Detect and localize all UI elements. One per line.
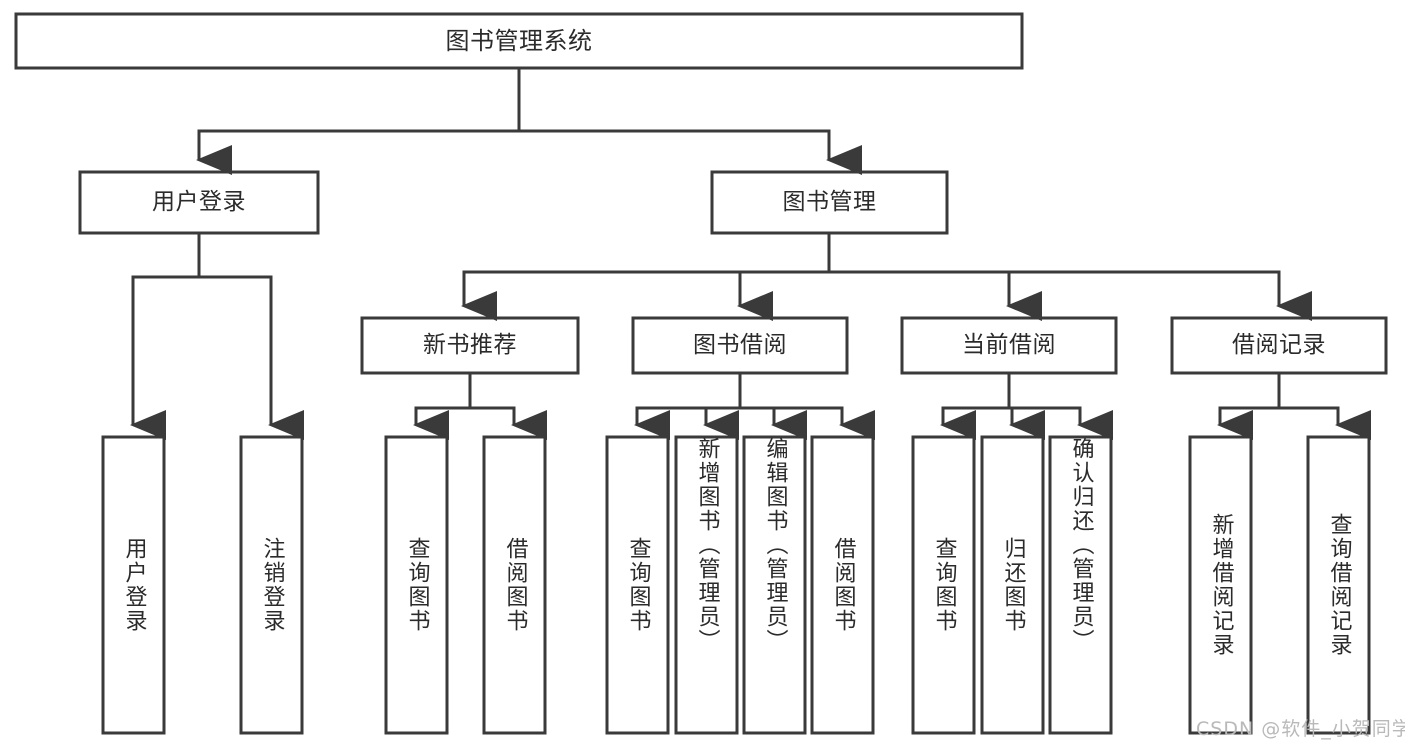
node-label-leaf-query-book-borrow: 查询图书 [607,437,668,733]
node-box-leaf-user-login[interactable] [101,435,166,735]
node-box-leaf-add-book[interactable] [674,435,739,735]
node-label-book-borrow: 图书借阅 [693,331,787,358]
vertical-text: 编辑图书（管理员） [762,437,788,653]
node-label-new-book-recommend: 新书推荐 [423,331,517,358]
connector-borrow-record-to-leaf-query-record [1279,406,1371,440]
node-box-leaf-return-book[interactable] [980,435,1045,735]
connector-new-book-recommend-to-leaf-query-book [413,373,472,440]
connector-book-borrow-to-leaf-query-book [634,373,742,440]
vertical-text: 确认归还（管理员） [1068,437,1094,653]
node-box-leaf-query-book-current[interactable] [911,435,976,735]
node-label-leaf-query-borrow-record: 查询借阅记录 [1308,437,1369,733]
node-box-leaf-query-book-recommend[interactable] [384,435,449,735]
connector-book-manage-to-book-borrow [737,270,829,321]
node-label-leaf-return-book: 归还图书 [982,437,1043,733]
node-box-new-book-recommend[interactable] [360,316,580,375]
connector-borrow-record-to-leaf-add-record [1217,373,1281,440]
connector-book-manage-to-new-book-recommend [461,233,831,321]
vertical-text: 新增图书（管理员） [694,437,720,653]
node-label-leaf-add-book: 新增图书（管理员） [676,437,737,733]
node-box-current-borrow[interactable] [900,316,1118,375]
node-box-leaf-query-borrow-record[interactable] [1306,435,1371,735]
node-label-current-borrow: 当前借阅 [962,331,1056,358]
connector-book-borrow-to-leaf-borrow-book [740,406,875,440]
vertical-text: 借阅图书 [502,537,528,633]
node-label-leaf-logout: 注销登录 [241,437,302,733]
vertical-text: 查询借阅记录 [1326,513,1352,657]
connector-root-to-user-login [196,68,521,175]
connector-current-borrow-to-leaf-return-book [1009,406,1045,440]
node-box-leaf-query-book-borrow[interactable] [605,435,670,735]
node-label-leaf-confirm-return: 确认归还（管理员） [1050,437,1111,733]
node-label-leaf-edit-book: 编辑图书（管理员） [744,437,805,733]
node-box-leaf-add-borrow-record[interactable] [1188,435,1253,735]
node-box-leaf-confirm-return[interactable] [1048,435,1113,735]
connector-user-login-to-leaf-user-login [130,233,201,440]
connector-new-book-recommend-to-leaf-borrow-book [470,406,547,440]
node-box-leaf-borrow-book[interactable] [810,435,875,735]
connector-current-borrow-to-leaf-confirm-return [1009,406,1113,440]
connector-book-borrow-to-leaf-edit-book [740,406,807,440]
vertical-text: 注销登录 [259,537,285,633]
node-label-leaf-add-borrow-record: 新增借阅记录 [1190,437,1251,733]
connector-book-borrow-to-leaf-add-book [703,406,740,440]
vertical-text: 查询图书 [404,537,430,633]
connector-book-manage-to-borrow-record [829,270,1312,321]
node-label-book-manage: 图书管理 [782,188,877,215]
node-label-leaf-user-login: 用户登录 [103,437,164,733]
node-label-leaf-query-book-current: 查询图书 [913,437,974,733]
vertical-text: 新增借阅记录 [1208,513,1234,657]
node-label-leaf-query-book-recommend: 查询图书 [386,437,447,733]
csdn-watermark: CSDN @软件_小贺同学 [1196,718,1405,740]
node-label-root: 图书管理系统 [445,26,593,55]
node-box-leaf-borrow-book-recommend[interactable] [482,435,547,735]
vertical-text: 查询图书 [625,537,651,633]
connector-user-login-to-leaf-logout [199,275,304,440]
vertical-text: 用户登录 [121,537,147,633]
connector-current-borrow-to-leaf-query-book [940,373,1011,440]
connector-book-manage-to-current-borrow [829,270,1042,321]
node-label-leaf-borrow-book-recommend: 借阅图书 [484,437,545,733]
vertical-text: 借阅图书 [830,537,856,633]
node-label-borrow-record: 借阅记录 [1232,331,1326,358]
vertical-text: 查询图书 [931,537,957,633]
connector-root-to-book-manage [519,129,862,175]
node-box-user-login[interactable] [78,170,320,235]
node-box-leaf-logout[interactable] [239,435,304,735]
node-label-user-login: 用户登录 [152,188,246,215]
node-label-leaf-borrow-book: 借阅图书 [812,437,873,733]
node-box-root[interactable] [14,12,1024,70]
vertical-text: 归还图书 [1000,537,1026,633]
